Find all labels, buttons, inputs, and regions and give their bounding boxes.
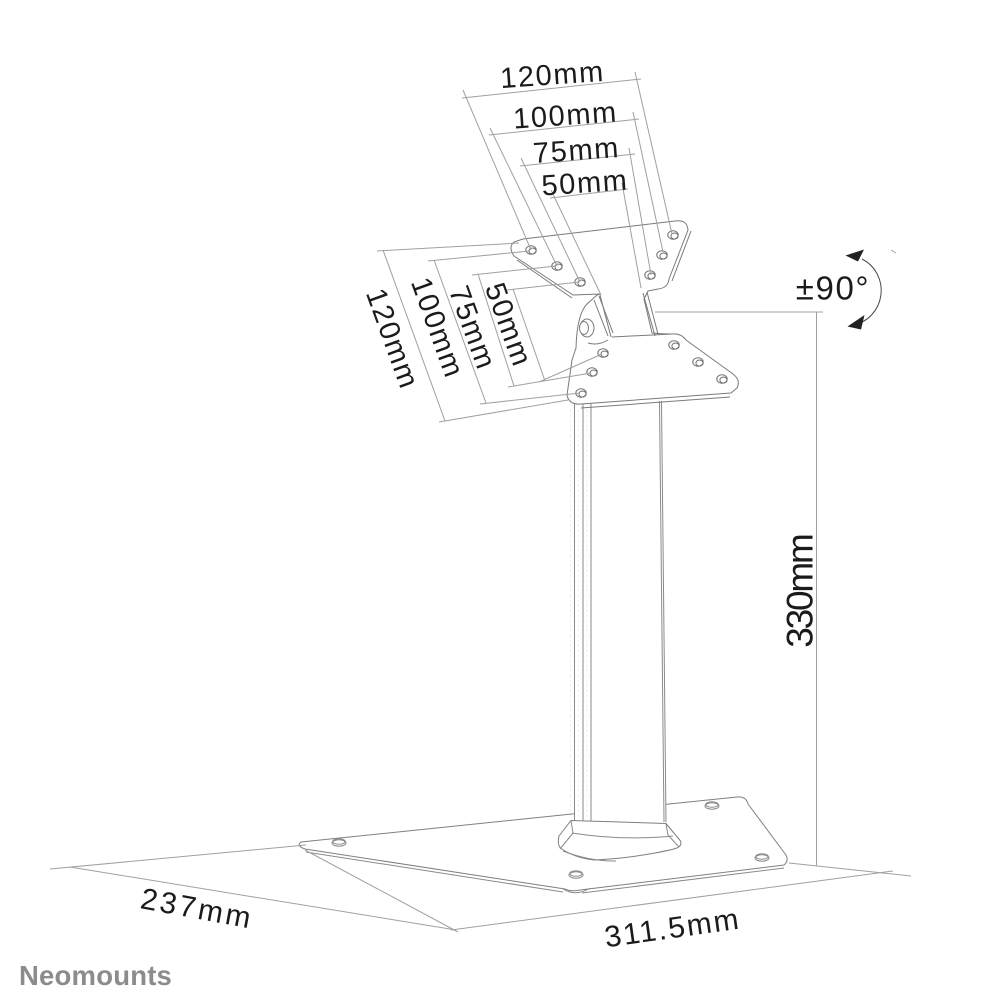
svg-text:120mm: 120mm bbox=[499, 56, 606, 95]
svg-text:±90°: ±90° bbox=[796, 270, 870, 307]
svg-text:75mm: 75mm bbox=[532, 132, 621, 170]
svg-text:Neomounts: Neomounts bbox=[19, 960, 172, 991]
svg-text:330mm: 330mm bbox=[780, 535, 821, 648]
svg-text:50mm: 50mm bbox=[540, 165, 629, 203]
svg-text:100mm: 100mm bbox=[512, 96, 619, 135]
